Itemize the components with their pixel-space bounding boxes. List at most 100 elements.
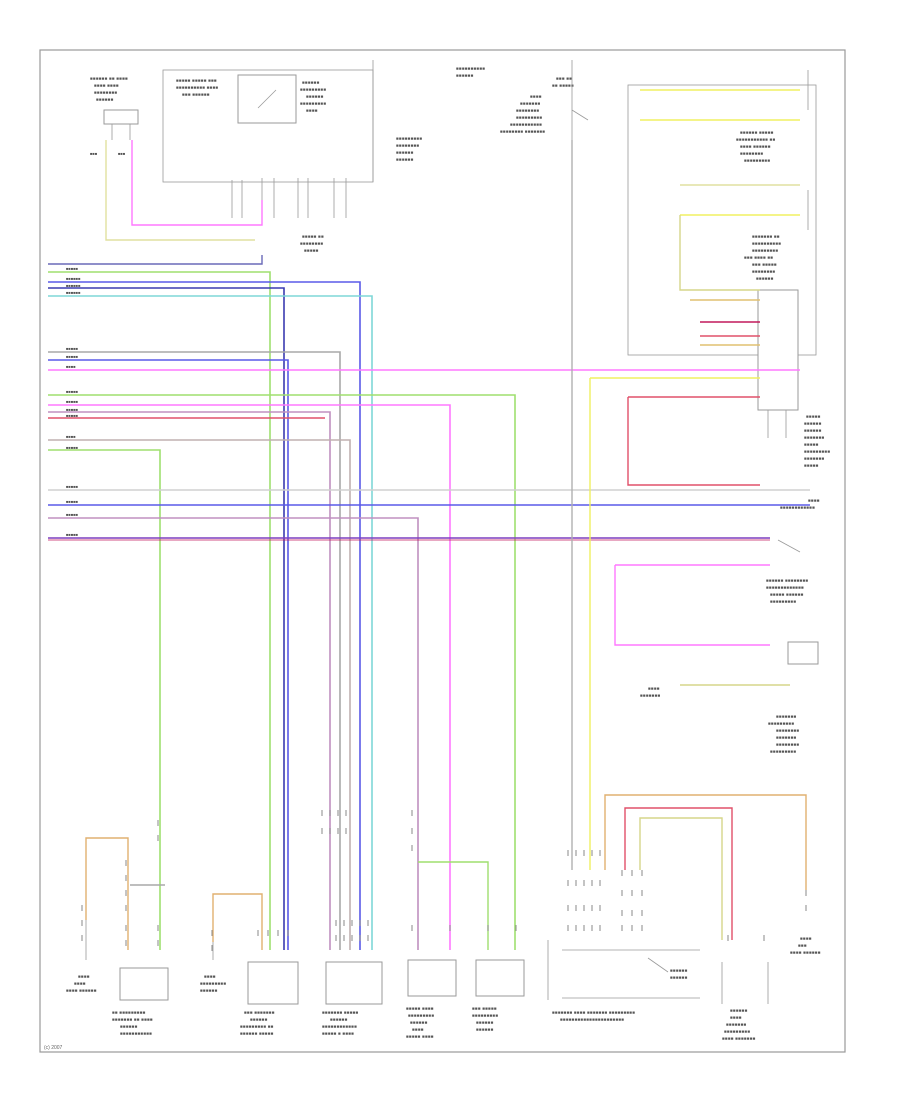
svg-text:■■■ ■■■■■: ■■■ ■■■■■ bbox=[472, 1006, 497, 1011]
svg-text:■■■■■ ■■■■: ■■■■■ ■■■■ bbox=[406, 1034, 434, 1039]
svg-text:■■■■■■: ■■■■■■ bbox=[456, 73, 474, 78]
svg-text:■■■■■■■■■: ■■■■■■■■■ bbox=[408, 1013, 434, 1018]
svg-text:■■ ■■■■■■■■■: ■■ ■■■■■■■■■ bbox=[112, 1010, 146, 1015]
right-sensor-small bbox=[787, 641, 819, 665]
bottom-ground-right: ■■■■ ■■■ ■■■■ ■■■■■■ bbox=[790, 936, 821, 955]
svg-text:■■■■■■: ■■■■■■ bbox=[306, 94, 324, 99]
svg-text:■■■■■■■■: ■■■■■■■■ bbox=[516, 108, 539, 113]
svg-text:■■■: ■■■ bbox=[90, 151, 98, 156]
svg-text:■■■■ ■■■■■■: ■■■■ ■■■■■■ bbox=[66, 988, 97, 993]
svg-text:■■■■ ■■■■■■: ■■■■ ■■■■■■ bbox=[790, 950, 821, 955]
svg-text:■■■■■: ■■■■■ bbox=[304, 248, 319, 253]
svg-text:■■■■■: ■■■■■ bbox=[66, 532, 79, 537]
svg-text:■■■■■■■■■■■■: ■■■■■■■■■■■■ bbox=[780, 505, 815, 510]
bottom-ground-left: ■■■■ ■■■■ ■■■■ ■■■■■■ bbox=[66, 920, 97, 993]
bottom-component-4: ■■■■■■■ ■■■■■ ■■■■■■ ■■■■■■■■■■■■ ■■■■■ … bbox=[322, 961, 383, 1036]
svg-text:■■■■■■: ■■■■■■ bbox=[66, 283, 81, 288]
svg-text:■■■■■■: ■■■■■■ bbox=[120, 1024, 138, 1029]
svg-text:■■■■■■■■■: ■■■■■■■■■ bbox=[472, 1013, 498, 1018]
svg-text:■■■■■: ■■■■■ bbox=[804, 442, 819, 447]
wire-gray-2 bbox=[48, 439, 351, 950]
svg-text:■■■■■■ ■■■■■: ■■■■■■ ■■■■■ bbox=[740, 130, 774, 135]
svg-text:■■■■■■: ■■■■■■ bbox=[66, 276, 81, 281]
svg-text:■■■■■■■■ ■■■■■■■: ■■■■■■■■ ■■■■■■■ bbox=[500, 129, 545, 134]
wire-mauve-1 bbox=[48, 411, 331, 950]
svg-text:■■■■■■■: ■■■■■■■ bbox=[726, 1022, 747, 1027]
svg-text:■■■■■■■■: ■■■■■■■■ bbox=[776, 742, 799, 747]
svg-text:■■ ■■■■■: ■■ ■■■■■ bbox=[552, 83, 574, 88]
page-reference: (c) 2007 bbox=[44, 1045, 63, 1051]
bottom-sensor-2: ■■■■ ■■■■■■■■■ ■■■■■■ bbox=[200, 942, 226, 993]
svg-text:■■■■■■: ■■■■■■ bbox=[476, 1027, 494, 1032]
svg-text:■■■■ ■■■■■■: ■■■■ ■■■■■■ bbox=[740, 144, 771, 149]
svg-text:■■■■■■: ■■■■■■ bbox=[730, 1008, 748, 1013]
svg-text:■■■■■■■■■: ■■■■■■■■■ bbox=[768, 721, 794, 726]
wire-navy-1 bbox=[48, 287, 285, 950]
svg-text:■■■■■■■■■■■: ■■■■■■■■■■■ bbox=[120, 1031, 152, 1036]
wire-gray-1 bbox=[48, 351, 341, 950]
svg-text:■■■■■■: ■■■■■■ bbox=[330, 1017, 348, 1022]
svg-text:■■■■■■: ■■■■■■ bbox=[250, 1017, 268, 1022]
svg-text:■■■■■■■ ■■: ■■■■■■■ ■■ bbox=[752, 234, 780, 239]
wire-right bbox=[571, 89, 800, 870]
svg-text:■■■■: ■■■■ bbox=[74, 981, 86, 986]
svg-text:■■■■■■■■■■: ■■■■■■■■■■ bbox=[752, 241, 781, 246]
svg-text:■■■■■ ■■■■■ ■■■: ■■■■■ ■■■■■ ■■■ bbox=[176, 78, 217, 83]
bottom-component-6: ■■■ ■■■■■ ■■■■■■■■■ ■■■■■■ ■■■■■■ bbox=[472, 959, 525, 1032]
sensor-top-left bbox=[103, 109, 139, 125]
svg-text:■■■■■ ■■■■■■: ■■■■■ ■■■■■■ bbox=[770, 592, 804, 597]
svg-text:■■■■■■■: ■■■■■■■ bbox=[804, 456, 825, 461]
svg-text:■■■■■■■■: ■■■■■■■■ bbox=[300, 241, 323, 246]
wire-blue-2 bbox=[48, 359, 289, 950]
svg-text:■■■ ■■■■ ■■: ■■■ ■■■■ ■■ bbox=[744, 255, 773, 260]
svg-text:■■■■: ■■■■ bbox=[306, 108, 318, 113]
connector-group-top: ■■■■■ ■■ ■■■■■■■■ ■■■■■ bbox=[231, 178, 347, 253]
svg-text:■■■■■■■■■: ■■■■■■■■■ bbox=[200, 981, 226, 986]
svg-text:■■■■■■■■■■■: ■■■■■■■■■■■ bbox=[510, 122, 542, 127]
svg-text:■■■■ ■■■■■■■: ■■■■ ■■■■■■■ bbox=[722, 1036, 756, 1041]
svg-text:■■■■■■■■■: ■■■■■■■■■ bbox=[300, 87, 326, 92]
wire-mauve-2 bbox=[48, 517, 419, 950]
wire-green-2 bbox=[48, 394, 516, 950]
svg-text:■■■■■■ ■■■■■■■■: ■■■■■■ ■■■■■■■■ bbox=[766, 578, 808, 583]
bottom-component-3: ■■■ ■■■■■■■ ■■■■■■ ■■■■■■■■■ ■■ ■■■■■■ ■… bbox=[240, 961, 299, 1036]
svg-text:■■■■■■■■: ■■■■■■■■ bbox=[752, 269, 775, 274]
svg-text:■■■■■■: ■■■■■■ bbox=[804, 428, 822, 433]
svg-text:■■■■■■■■■: ■■■■■■■■■ bbox=[724, 1029, 750, 1034]
svg-text:■■■■■■■■■■: ■■■■■■■■■■ bbox=[456, 66, 485, 71]
wire-green-1 bbox=[48, 271, 271, 950]
svg-text:■■■■■■■■■■■■: ■■■■■■■■■■■■ bbox=[322, 1024, 357, 1029]
svg-text:■■■■■■■■■: ■■■■■■■■■ bbox=[300, 101, 326, 106]
svg-text:■■■■■■■■: ■■■■■■■■ bbox=[94, 90, 117, 95]
wire-top-left bbox=[48, 140, 263, 265]
svg-text:■■■■■■: ■■■■■■ bbox=[302, 80, 320, 85]
svg-text:■■■■■■■■: ■■■■■■■■ bbox=[776, 728, 799, 733]
svg-text:■■■■■■: ■■■■■■ bbox=[410, 1020, 428, 1025]
diagram-frame bbox=[39, 49, 846, 1053]
svg-text:■■■■■ ■■: ■■■■■ ■■ bbox=[302, 234, 324, 239]
svg-text:■■■■■: ■■■■■ bbox=[806, 414, 821, 419]
svg-text:■■■■■■■■■: ■■■■■■■■■ bbox=[744, 158, 770, 163]
svg-text:■■■■■■■■■: ■■■■■■■■■ bbox=[770, 599, 796, 604]
svg-text:■■■■■■■■: ■■■■■■■■ bbox=[740, 151, 763, 156]
svg-text:■■■■■■: ■■■■■■ bbox=[200, 988, 218, 993]
svg-text:■■■■■: ■■■■■ bbox=[66, 399, 79, 404]
svg-text:■■■■■■■■■: ■■■■■■■■■ bbox=[752, 248, 778, 253]
svg-text:■■■ ■■■■■: ■■■ ■■■■■ bbox=[752, 262, 777, 267]
svg-text:■■■■: ■■■■ bbox=[412, 1027, 424, 1032]
svg-text:■■■■■■: ■■■■■■ bbox=[396, 157, 414, 162]
svg-text:■■■■■■: ■■■■■■ bbox=[756, 276, 774, 281]
svg-text:■■■■■: ■■■■■ bbox=[804, 463, 819, 468]
wire-bottom-left bbox=[85, 837, 263, 950]
svg-text:■■■■■■■■■: ■■■■■■■■■ bbox=[396, 136, 422, 141]
svg-text:■■■■■: ■■■■■ bbox=[66, 389, 79, 394]
svg-text:■■■■■: ■■■■■ bbox=[66, 407, 79, 412]
wire-cyan-1 bbox=[48, 295, 373, 950]
svg-text:■■■■: ■■■■ bbox=[78, 974, 90, 979]
svg-text:■■■■■: ■■■■■ bbox=[66, 499, 79, 504]
svg-text:■■■■■■: ■■■■■■ bbox=[396, 150, 414, 155]
svg-text:■■■■■: ■■■■■ bbox=[66, 445, 79, 450]
wire-bottom-right bbox=[418, 794, 807, 950]
svg-text:■■■■■■■: ■■■■■■■ bbox=[804, 435, 825, 440]
svg-text:■■■■: ■■■■ bbox=[730, 1015, 742, 1020]
